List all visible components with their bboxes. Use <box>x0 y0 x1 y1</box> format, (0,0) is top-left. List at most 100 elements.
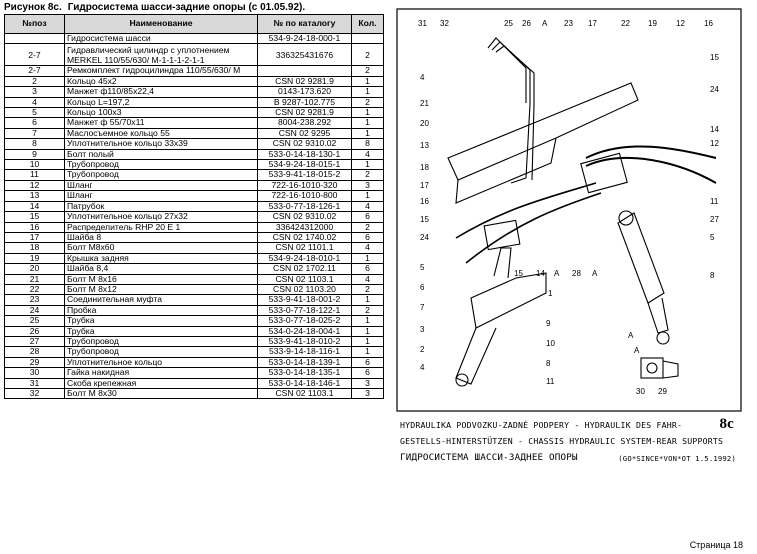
row-pos: 18 <box>4 242 65 254</box>
row-catalog: 336424312000 <box>257 221 352 233</box>
row-qty: 1 <box>351 294 384 306</box>
figure-title: Рисунок 8с.Гидросистема шасси-задние опо… <box>4 2 305 13</box>
row-qty: 2 <box>351 96 384 109</box>
row-pos: 31 <box>4 377 65 390</box>
row-qty: 1 <box>351 127 384 140</box>
row-catalog <box>257 65 352 77</box>
row-qty: 4 <box>351 148 384 161</box>
row-pos: 9 <box>4 148 65 161</box>
row-name: Трубопровод <box>64 335 258 348</box>
callout-7: 7 <box>420 303 425 312</box>
row-pos: 19 <box>4 252 65 265</box>
row-name: Кольцо 100x3 <box>64 107 258 119</box>
row-catalog: CSN 02 1702.11 <box>257 263 352 275</box>
row-name: Гайка накидная <box>64 367 258 379</box>
col-qty-header: Кол. <box>351 14 384 34</box>
row-pos: 24 <box>4 304 65 317</box>
row-qty: 2 <box>351 169 384 181</box>
row-name: Кольцо L=197,2 <box>64 96 258 109</box>
row-qty: 6 <box>351 231 384 244</box>
row-qty: 1 <box>351 107 384 119</box>
row-pos: 15 <box>4 211 65 223</box>
callout-1: 1 <box>548 289 553 298</box>
row-name: Трубопровод <box>64 346 258 358</box>
row-qty: 1 <box>351 117 384 129</box>
row-pos: 10 <box>4 159 65 171</box>
since-date: (GO*SINCE*VON*OT 1.5.1992) <box>618 454 736 463</box>
row-name: Распределитель RHP 20 E 1 <box>64 221 258 233</box>
row-qty: 1 <box>351 190 384 202</box>
row-catalog: 534-9-24-18-000-1 <box>257 32 352 45</box>
row-name: Уплотнительное кольцо 33x39 <box>64 138 258 150</box>
row-name: Болт М8x60 <box>64 242 258 254</box>
row-pos: 3 <box>4 86 65 98</box>
row-pos: 6 <box>4 117 65 129</box>
callout-24-left: 24 <box>420 233 429 242</box>
row-name: Шланг <box>64 190 258 202</box>
col-pos-header: №поз <box>4 14 65 34</box>
callout-23: 23 <box>564 19 573 28</box>
row-name: Крышка задняя <box>64 252 258 265</box>
row-name: Трубопровод <box>64 169 258 181</box>
row-pos: 2-7 <box>4 65 65 77</box>
row-name: Манжет ф 55/70x11 <box>64 117 258 129</box>
callout-27: 27 <box>710 215 719 224</box>
callout-4-bottom: 4 <box>420 363 425 372</box>
row-catalog: 0143-173.620 <box>257 86 352 98</box>
row-name: Шланг <box>64 179 258 192</box>
row-catalog: CSN 02 1103.1 <box>257 273 352 285</box>
row-name: Пробка <box>64 304 258 317</box>
callout-2: 2 <box>420 345 425 354</box>
row-name: Болт М 8x16 <box>64 273 258 285</box>
title-line-1: HYDRAULIKA PODVOZKU-ZADNÉ PODPERY - HYDR… <box>400 420 683 430</box>
drawing-title-block: HYDRAULIKA PODVOZKU-ZADNÉ PODPERY - HYDR… <box>400 414 736 472</box>
row-pos: 8 <box>4 138 65 150</box>
callout-12-right: 12 <box>710 139 719 148</box>
title-line-2: GESTELLS-HINTERSTÜTZEN - CHASSIS HYDRAUL… <box>400 436 724 446</box>
row-pos: 32 <box>4 387 65 400</box>
row-pos: 4 <box>4 96 65 109</box>
row-qty: 2 <box>351 304 384 317</box>
row-name: Маслосъемное кольцо 55 <box>64 127 258 140</box>
row-catalog: CSN 02 9281.9 <box>257 75 352 88</box>
row-name: Манжет ф110/85x22,4 <box>64 86 258 98</box>
callout-11-right: 11 <box>710 197 719 206</box>
row-name: Гидросистема шасси <box>64 32 258 45</box>
row-pos: 22 <box>4 283 65 296</box>
row-qty: 1 <box>351 335 384 348</box>
col-catalog-header: № по каталогу <box>257 14 352 34</box>
row-name: Патрубок <box>64 200 258 213</box>
row-catalog: CSN 02 9295 <box>257 127 352 140</box>
hydraulic-assembly-drawing: 31 32 25 26 A 23 17 22 19 12 16 4 21 20 … <box>396 8 742 412</box>
row-name: Трубка <box>64 315 258 327</box>
row-catalog: 533-0-77-18-122-1 <box>257 304 352 317</box>
row-name: Болт полый <box>64 148 258 161</box>
row-qty: 6 <box>351 211 384 223</box>
row-pos <box>4 32 65 45</box>
row-catalog: B 9287-102.775 <box>257 96 352 109</box>
callout-17-top: 17 <box>588 19 597 28</box>
callout-10: 10 <box>546 339 555 348</box>
row-pos: 29 <box>4 356 65 369</box>
row-catalog: 534-9-24-18-010-1 <box>257 252 352 265</box>
row-qty: 6 <box>351 367 384 379</box>
row-catalog: 722-16-1010-800 <box>257 190 352 202</box>
